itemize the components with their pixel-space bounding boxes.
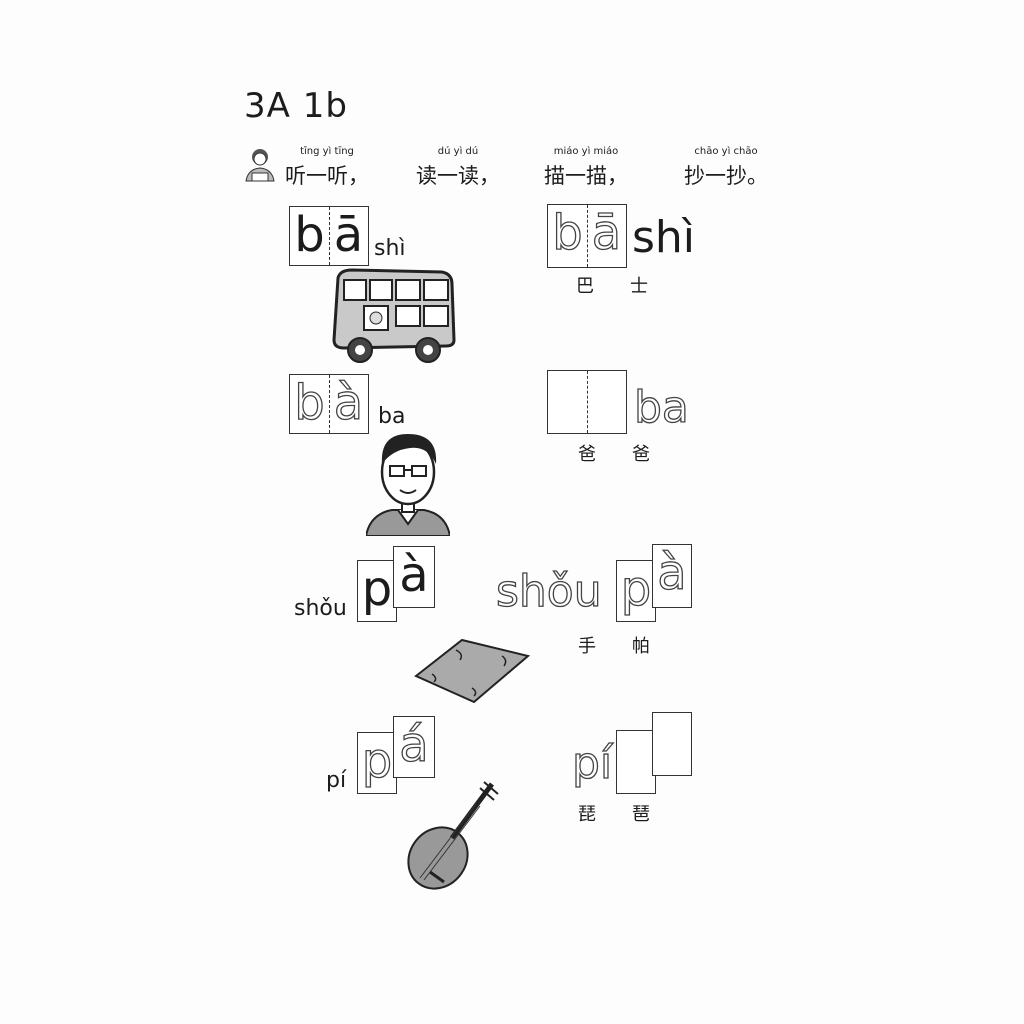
pinyin-box: à: [393, 546, 435, 608]
instruction-trace: miáo yì miáo 描一描，: [536, 146, 636, 190]
pinyin-box: b ā: [289, 206, 369, 266]
instruction-hanzi: 抄一抄。: [684, 164, 768, 188]
instruction-pinyin: dú yì dú: [437, 146, 479, 157]
trace-consonant-letter: p: [620, 561, 652, 617]
student-reading-icon: [245, 149, 275, 182]
father-illustration: [366, 434, 450, 536]
consonant-letter: b: [294, 207, 325, 263]
trace-consonant-letter: p: [361, 733, 393, 789]
handkerchief-illustration: [414, 638, 531, 704]
instruction-read: dú yì dú 读一读，: [408, 146, 508, 190]
instruction-hanzi: 描一描，: [544, 164, 628, 188]
trace-pinyin-syllable: pí: [571, 737, 613, 789]
pinyin-box: p: [357, 732, 397, 794]
hanzi-word: 爸爸: [578, 444, 686, 465]
pinyin-box: à: [652, 544, 692, 608]
instruction-copy: chāo yì chāo 抄一抄。: [666, 146, 786, 190]
trace-consonant-letter: b: [552, 205, 584, 261]
trace-vowel-letter: à: [333, 375, 364, 431]
vowel-letter: ā: [333, 207, 364, 263]
instruction-pinyin: chāo yì chāo: [694, 146, 758, 157]
instruction-listen: tīng yì tīng 听一听，: [282, 146, 372, 190]
pinyin-syllable: shì: [374, 236, 406, 261]
consonant-letter: p: [361, 561, 393, 617]
trace-vowel-letter: ā: [591, 205, 622, 261]
instruction-hanzi: 听一听，: [285, 164, 369, 188]
pinyin-box-empty: [547, 370, 627, 434]
pinyin-box: b ā: [547, 204, 627, 268]
pinyin-box: p: [357, 560, 397, 622]
vowel-letter: à: [399, 547, 429, 603]
instruction-pinyin: tīng yì tīng: [300, 146, 354, 157]
pinyin-box: á: [393, 716, 435, 778]
pinyin-syllable: shì: [632, 212, 696, 263]
pipa-illustration: [407, 781, 499, 890]
pinyin-box-empty: [652, 712, 692, 776]
hanzi-word: 手帕: [578, 636, 686, 657]
trace-vowel-letter: à: [657, 545, 688, 601]
trace-consonant-letter: b: [294, 375, 326, 431]
trace-vowel-letter: á: [399, 717, 430, 773]
trace-pinyin-syllable: shǒu: [495, 565, 602, 617]
pinyin-syllable: shǒu: [294, 596, 347, 621]
hanzi-word: 琵琶: [578, 804, 686, 825]
instruction-pinyin: miáo yì miáo: [553, 146, 619, 157]
pinyin-box-empty: [616, 730, 656, 794]
hanzi-word: 巴士: [576, 276, 684, 297]
bus-illustration: [332, 268, 456, 363]
pinyin-box: p: [616, 560, 656, 622]
pinyin-syllable: pí: [326, 768, 347, 793]
pinyin-syllable: ba: [378, 404, 406, 429]
page-title: 3A 1b: [244, 86, 348, 126]
pinyin-box: b à: [289, 374, 369, 434]
trace-pinyin-syllable: ba: [633, 381, 689, 433]
instruction-hanzi: 读一读，: [416, 164, 500, 188]
